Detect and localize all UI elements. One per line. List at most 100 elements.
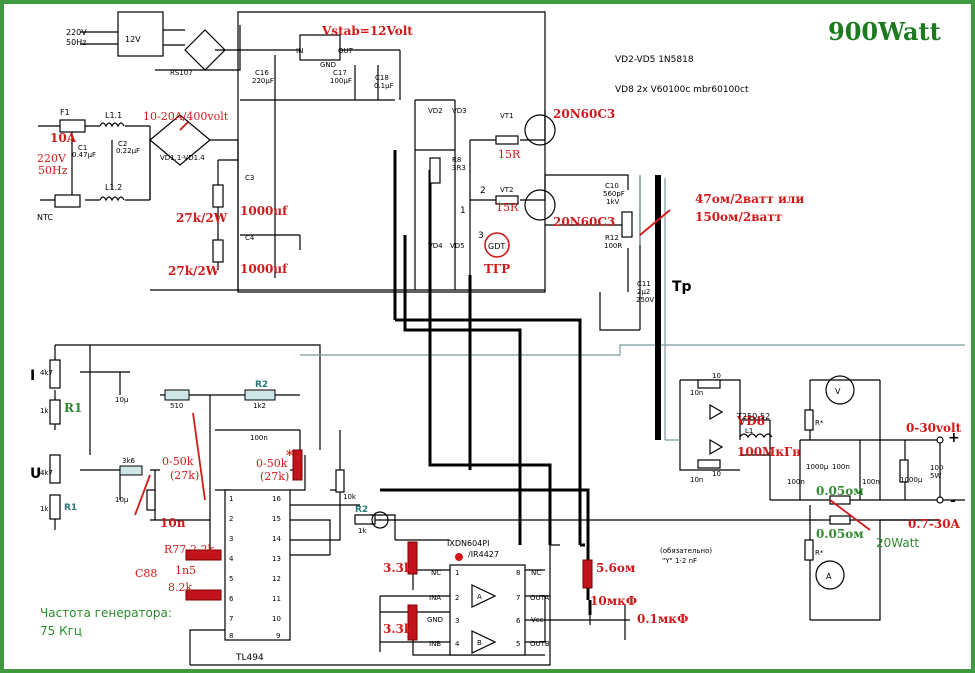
page-title: 900Watt: [828, 17, 941, 46]
note-gen-freq-value: 75 Кгц: [40, 624, 82, 638]
vd5-label: VD5: [450, 242, 465, 250]
resistor-8k2: [185, 589, 222, 601]
note-gen-freq-label: Частота генератора:: [40, 606, 172, 620]
c01mk-label: 0.1мкФ: [637, 612, 688, 626]
reg-gnd: GND: [320, 61, 336, 69]
tl494-pins: 1 2 3 4 5 6 7 8 16 15 14 13 12 11 10 9: [229, 495, 281, 640]
resistor-27k-a: [212, 184, 224, 208]
note-snubber2: 150ом/2ватт: [695, 210, 782, 224]
r12-value: 100R: [604, 242, 622, 250]
drv-vcc: Vcc: [531, 616, 544, 624]
out-r10-b: 10: [712, 470, 721, 478]
ammeter-label: A: [826, 572, 832, 581]
note-vd8: VD8 2x V60100c mbr60100ct: [615, 85, 749, 95]
pot-0-50k-b: [292, 449, 303, 481]
r27-a: 27k/2W: [176, 211, 228, 225]
fuse-label: F1: [60, 108, 70, 117]
labels: 900Watt VD2-VD5 1N5818 VD8 2x V60100c mb…: [30, 17, 962, 663]
svg-text:11: 11: [272, 595, 281, 603]
c1-value: 0.47µF: [72, 151, 96, 159]
c1-label: C1: [78, 144, 87, 152]
r10k: 10k: [343, 493, 357, 501]
driver-part-alt: /IR4427: [468, 550, 499, 559]
mains-220v: 220V: [37, 152, 67, 165]
svg-text:16: 16: [272, 495, 281, 503]
c1n5-value: 1n5: [175, 564, 196, 577]
c10n-label: 10n: [160, 516, 186, 530]
resistor-2k2: [185, 549, 222, 561]
driver-gate-b: [471, 630, 497, 654]
r77-label: R77: [164, 543, 186, 556]
out-r10-a: 10: [712, 372, 721, 380]
resistor-510: [164, 389, 190, 401]
c2-value: 0.22µF: [116, 147, 140, 155]
gate-a-label: A: [477, 593, 482, 601]
reg-in: IN: [296, 47, 303, 55]
rstar-1: R*: [815, 419, 824, 427]
resistor-3k6: [119, 465, 143, 476]
c10-value: 560pF: [603, 190, 625, 198]
resistor-1k-a: [49, 399, 61, 425]
mains-50hz: 50Hz: [38, 164, 68, 177]
pot-0-50k-a: [146, 489, 156, 511]
resistor-r2-1k: [354, 514, 376, 525]
r1-b: R1: [64, 503, 77, 513]
vd8-label: VD8: [736, 414, 765, 428]
svg-text:12: 12: [272, 575, 281, 583]
gate-b-label: B: [477, 639, 482, 647]
r15-a: 15R: [498, 148, 521, 161]
svg-text:13: 13: [272, 555, 281, 563]
reg-out: OUT: [338, 47, 354, 55]
l11-label: L1.1: [105, 111, 122, 120]
r82k-value: 8.2k: [168, 581, 192, 594]
driver-pins: 1 2 3 4 8 7 6 5: [455, 569, 521, 648]
r2-b-label: R2: [355, 505, 368, 515]
ntc-thermistor: [54, 194, 81, 208]
c17-label: C17: [333, 69, 347, 77]
resistor-r8: [429, 157, 441, 184]
main-bridge-label: VD1.1-VD1.4: [160, 154, 205, 162]
note-y-cap: "Y" 1-2 nF: [662, 557, 697, 565]
r1k-b-value: 1k: [40, 505, 49, 513]
c16-value: 220µF: [252, 77, 274, 85]
transformer-label: Tp: [672, 279, 692, 295]
r33-b: 3.3k: [383, 622, 413, 636]
driver-part: IXDN604PI: [447, 539, 489, 548]
drv-ina: INA: [429, 594, 441, 602]
out-c100n-c: 100n: [832, 463, 850, 471]
winding-2: 2: [480, 186, 486, 196]
c4-label: C4: [245, 234, 255, 242]
svg-text:6: 6: [516, 617, 521, 625]
c18-label: C18: [375, 74, 389, 82]
gdt-label: GDT: [488, 242, 505, 251]
resistor-3k3-b: [407, 604, 418, 641]
r2-b-value: 1k: [358, 527, 367, 535]
out-c1000-b: 1000µ: [900, 476, 923, 484]
winding-3: 3: [478, 231, 484, 241]
vd2-label: VD2: [428, 107, 443, 115]
out-minus: -: [950, 493, 956, 509]
wires: [38, 11, 965, 666]
svg-text:4: 4: [455, 640, 460, 648]
tl494-chip: [224, 489, 291, 641]
tl494-label: TL494: [235, 653, 264, 663]
svg-text:3: 3: [455, 617, 459, 625]
svg-text:8: 8: [516, 569, 520, 577]
svg-text:1: 1: [455, 569, 459, 577]
out-r5w: 5W: [930, 472, 941, 480]
r2-a-value: 1k2: [253, 402, 266, 410]
svg-text:4: 4: [229, 555, 234, 563]
c11-label: C11: [637, 280, 651, 288]
out-plus: +: [948, 430, 960, 446]
resistor-r2-1k2: [244, 389, 276, 401]
resistor-1k-b: [49, 494, 61, 520]
r33-a: 3.3k: [383, 561, 413, 575]
c4-value: 1000uf: [240, 262, 288, 276]
transformer-core: [655, 175, 661, 440]
voltmeter: [825, 375, 855, 405]
pot-4k7-b: [49, 454, 61, 484]
c17-value: 100µF: [330, 77, 352, 85]
pot2-star: *: [286, 448, 294, 464]
svg-text:15: 15: [272, 515, 281, 523]
